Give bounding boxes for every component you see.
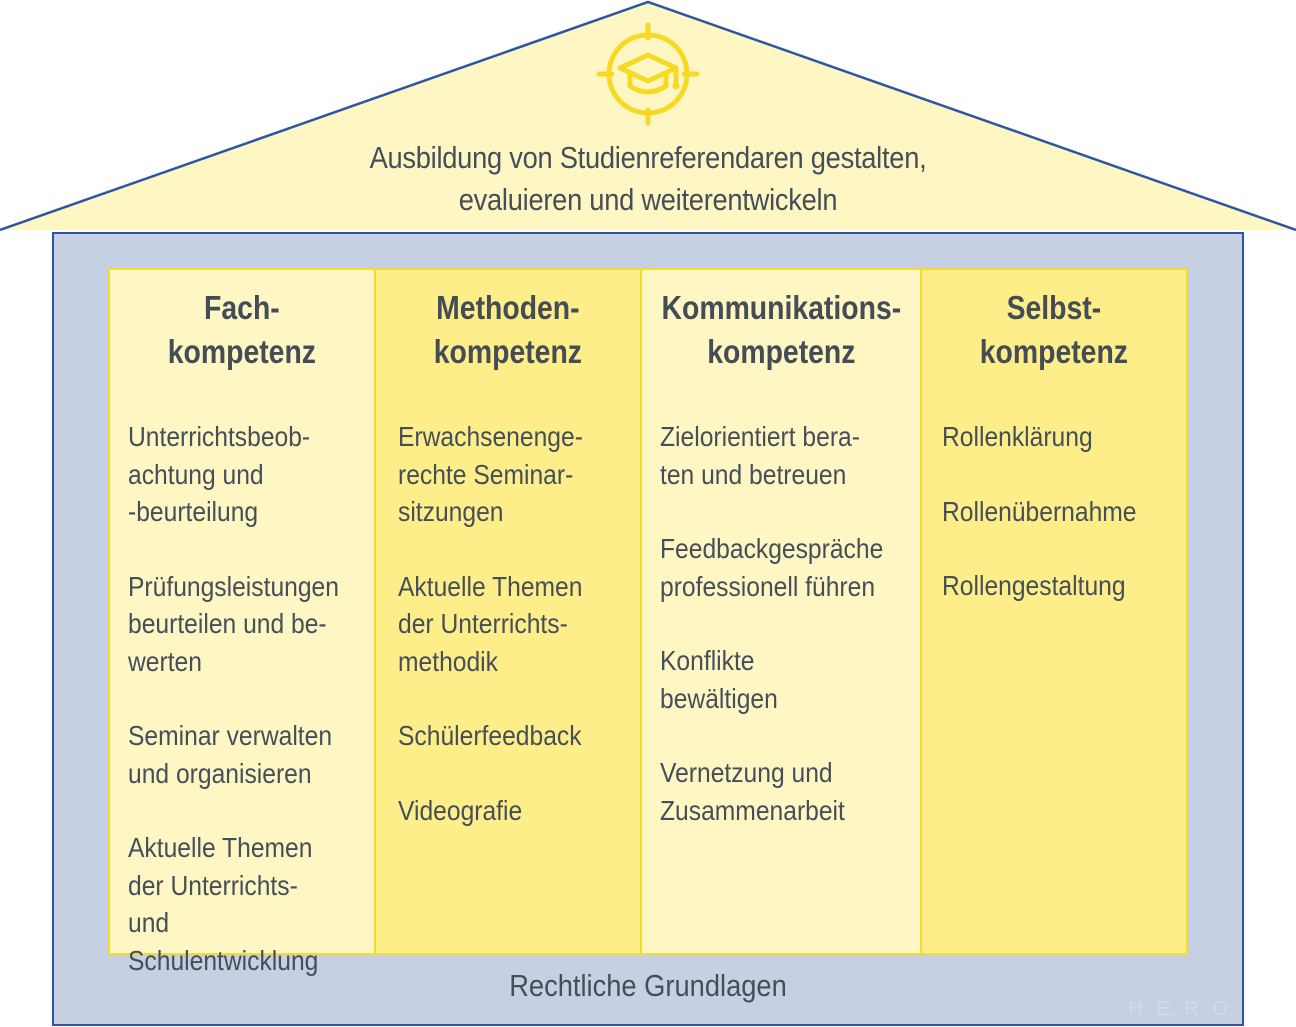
pillar-heading-line-2: kompetenz: [979, 333, 1129, 370]
watermark: H. E. R. O.: [1128, 998, 1236, 1020]
pillar-item: Schülerfeedback: [397, 720, 582, 751]
roof-title: Ausbildung von Studienreferendaren gesta…: [254, 137, 1042, 221]
pillar-heading-line-2: kompetenz: [433, 333, 582, 370]
pillar-item: Vernetzung und Zusammenarbeit: [659, 757, 845, 826]
pillar-heading-line-1: Selbst-: [1006, 289, 1102, 326]
pillar-item: Rollenübernahme: [942, 495, 1137, 527]
pillar-item: Seminar verwalten und organisieren: [128, 720, 333, 789]
pillar-item: Videografie: [397, 794, 522, 826]
pillar-item: Erwachsenenge- rechte Seminar- sitzungen: [397, 421, 583, 527]
graduation-target-icon: [596, 22, 700, 126]
pillar-items: Unterrichtsbeob- achtung und -beurteilun…: [110, 418, 374, 979]
pillar-items: Rollenklärung Rollenübernahme Rollengest…: [922, 418, 1186, 605]
pillar-item: Rollenklärung: [942, 421, 1093, 452]
pillars-container: Fach- kompetenz Unterrichtsbeob- achtung…: [108, 268, 1188, 976]
pillar-item: Konflikte bewältigen: [659, 645, 778, 714]
pillar-heading: Selbst- kompetenz: [941, 286, 1168, 374]
pillar-selbstkompetenz: Selbst- kompetenz Rollenklärung Rollenüb…: [922, 270, 1186, 953]
pillar-heading: Fach- kompetenz: [128, 286, 355, 374]
pillar-item: Aktuelle Themen der Unterrichts- und Sch…: [128, 832, 319, 976]
foundation-label: Rechtliche Grundlagen: [509, 968, 787, 1003]
pillar-item: Rollengestaltung: [942, 570, 1126, 601]
pillar-items: Zielorientiert bera- ten und betreuen Fe…: [642, 418, 921, 829]
pillar-heading-line-1: Fach-: [204, 289, 280, 326]
pillar-item: Prüfungsleistungen beurteilen und be- we…: [128, 570, 339, 677]
roof-title-line-1: Ausbildung von Studienreferendaren gesta…: [369, 140, 927, 175]
pillar-heading-line-2: kompetenz: [167, 333, 316, 370]
pillar-item: Aktuelle Themen der Unterrichts- methodi…: [397, 570, 583, 677]
pillar-items: Erwachsenenge- rechte Seminar- sitzungen…: [376, 418, 640, 829]
roof-title-line-2: evaluieren und weiterentwickeln: [458, 182, 838, 217]
pillar-heading: Methoden- kompetenz: [394, 286, 621, 374]
pillar-fachkompetenz: Fach- kompetenz Unterrichtsbeob- achtung…: [110, 270, 376, 976]
pillar-item: Zielorientiert bera- ten und betreuen: [659, 421, 860, 490]
pillar-item: Feedbackgespräche professionell führen: [659, 533, 883, 602]
pillar-kommunikationskompetenz: Kommunikations- kompetenz Zielorientiert…: [641, 270, 923, 953]
pillar-item: Unterrichtsbeob- achtung und -beurteilun…: [128, 421, 311, 527]
pillar-heading-line-1: Kommunikations-: [661, 289, 901, 326]
pillar-heading-line-1: Methoden-: [435, 289, 580, 326]
pillar-heading-line-2: kompetenz: [706, 333, 855, 370]
pillar-methodenkompetenz: Methoden- kompetenz Erwachsenenge- recht…: [375, 270, 642, 953]
pillar-heading: Kommunikations- kompetenz: [661, 286, 901, 374]
